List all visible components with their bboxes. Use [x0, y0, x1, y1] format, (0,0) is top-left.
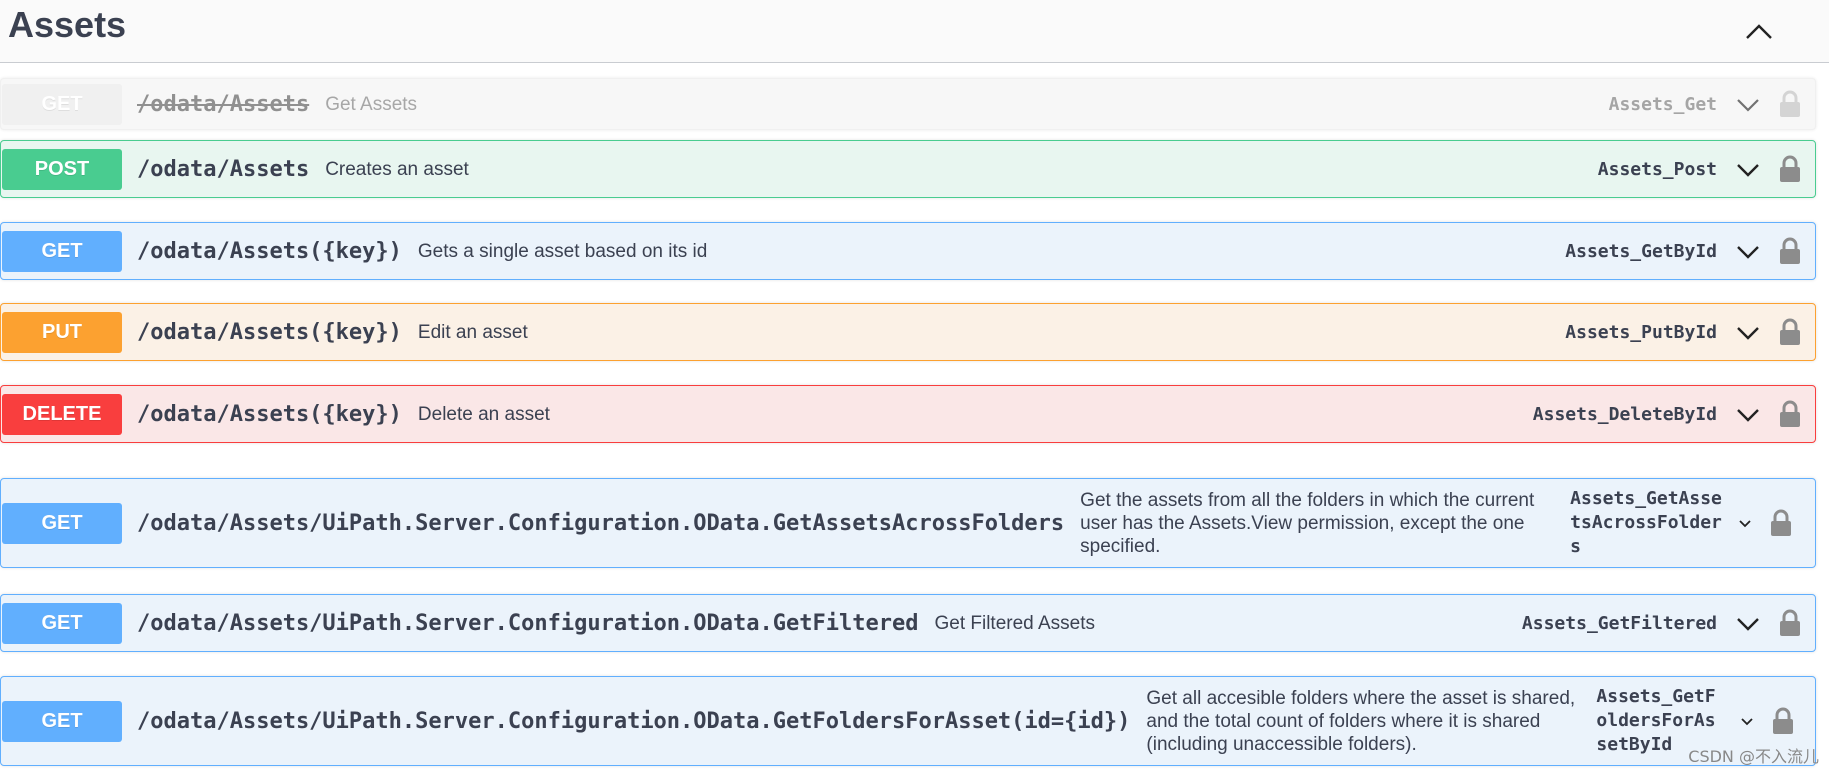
chevron-down-icon — [1737, 327, 1759, 340]
operation-description: Delete an asset — [417, 403, 550, 425]
lock-icon — [1780, 90, 1800, 117]
authorize-lock-button[interactable] — [1775, 87, 1805, 121]
operation-row-get-folders-for-asset[interactable]: GET /odata/Assets/UiPath.Server.Configur… — [0, 676, 1816, 766]
authorize-lock-button[interactable] — [1775, 152, 1805, 186]
method-badge: GET — [2, 83, 122, 125]
method-badge: GET — [2, 602, 122, 644]
operation-path: /odata/Assets({key}) — [137, 401, 402, 427]
watermark: CSDN @不入流儿 — [1688, 747, 1819, 766]
operation-id: Assets_GetFiltered — [1521, 612, 1717, 634]
operation-description: Get Filtered Assets — [934, 612, 1095, 634]
operation-id: Assets_GetById — [1565, 240, 1717, 262]
operation-row-delete-asset-by-id[interactable]: DELETE /odata/Assets({key}) Delete an as… — [0, 385, 1816, 443]
expand-operation-button[interactable] — [1736, 508, 1754, 538]
expand-operation-button[interactable] — [1733, 89, 1763, 119]
operation-description: Gets a single asset based on its id — [417, 240, 708, 262]
chevron-down-icon — [1737, 409, 1759, 422]
operation-row-get-assets[interactable]: GET /odata/Assets Get Assets Assets_Get — [0, 78, 1816, 130]
operation-row-get-assets-across-folders[interactable]: GET /odata/Assets/UiPath.Server.Configur… — [0, 478, 1816, 568]
method-badge: POST — [2, 148, 122, 190]
method-badge: GET — [2, 502, 122, 544]
method-badge: GET — [2, 700, 122, 742]
section-title[interactable]: Assets — [8, 4, 127, 45]
operation-row-get-asset-by-id[interactable]: GET /odata/Assets({key}) Gets a single a… — [0, 222, 1816, 280]
operation-path: /odata/Assets/UiPath.Server.Configuratio… — [137, 708, 1131, 734]
authorize-lock-button[interactable] — [1775, 315, 1805, 349]
authorize-lock-button[interactable] — [1766, 506, 1796, 540]
authorize-lock-button[interactable] — [1775, 397, 1805, 431]
operation-path: /odata/Assets/UiPath.Server.Configuratio… — [137, 510, 1065, 536]
expand-operation-button[interactable] — [1733, 236, 1763, 266]
operation-id: Assets_GetAssetsAcrossFolders — [1570, 488, 1722, 557]
operation-path: /odata/Assets({key}) — [137, 238, 402, 264]
operation-description: Get Assets — [325, 93, 418, 115]
expand-operation-button[interactable] — [1733, 317, 1763, 347]
authorize-lock-button[interactable] — [1775, 234, 1805, 268]
expand-operation-button[interactable] — [1738, 706, 1756, 736]
chevron-down-icon — [1739, 520, 1751, 528]
lock-icon — [1773, 707, 1794, 734]
chevron-down-icon — [1741, 718, 1754, 726]
chevron-down-icon — [1737, 164, 1759, 177]
operation-description: Get all accesible folders where the asse… — [1146, 687, 1576, 755]
lock-icon — [1780, 609, 1800, 636]
chevron-down-icon — [1737, 618, 1759, 631]
operation-row-put-asset-by-id[interactable]: PUT /odata/Assets({key}) Edit an asset A… — [0, 303, 1816, 361]
operation-row-post-assets[interactable]: POST /odata/Assets Creates an asset Asse… — [0, 140, 1816, 198]
lock-icon — [1780, 318, 1800, 345]
operation-description: Edit an asset — [417, 321, 528, 343]
lock-icon — [1780, 237, 1800, 264]
expand-operation-button[interactable] — [1733, 608, 1763, 638]
operation-path: /odata/Assets({key}) — [137, 319, 402, 345]
operation-path: /odata/Assets — [137, 91, 310, 117]
chevron-down-icon — [1737, 99, 1759, 112]
chevron-down-icon — [1737, 246, 1759, 259]
operation-description: Creates an asset — [325, 158, 469, 180]
operation-id: Assets_Get — [1608, 93, 1717, 115]
expand-operation-button[interactable] — [1733, 154, 1763, 184]
lock-icon — [1780, 155, 1800, 182]
operation-row-get-filtered[interactable]: GET /odata/Assets/UiPath.Server.Configur… — [0, 594, 1816, 652]
operation-id: Assets_GetFoldersForAssetById — [1596, 686, 1716, 755]
authorize-lock-button[interactable] — [1775, 606, 1805, 640]
authorize-lock-button[interactable] — [1768, 704, 1798, 738]
operation-description: Get the assets from all the folders in w… — [1080, 489, 1535, 557]
operation-id: Assets_Post — [1597, 158, 1717, 180]
operation-path: /odata/Assets — [137, 156, 310, 182]
method-badge: PUT — [2, 311, 122, 353]
method-badge: DELETE — [2, 393, 122, 435]
operation-id: Assets_DeleteById — [1532, 403, 1717, 425]
chevron-up-icon — [1746, 24, 1772, 39]
section-header[interactable]: Assets — [0, 0, 1829, 63]
method-badge: GET — [2, 230, 122, 272]
operation-path: /odata/Assets/UiPath.Server.Configuratio… — [137, 610, 919, 636]
operation-id: Assets_PutById — [1565, 321, 1717, 343]
collapse-section-button[interactable] — [1739, 12, 1779, 52]
lock-icon — [1771, 509, 1792, 536]
lock-icon — [1780, 400, 1800, 427]
expand-operation-button[interactable] — [1733, 399, 1763, 429]
